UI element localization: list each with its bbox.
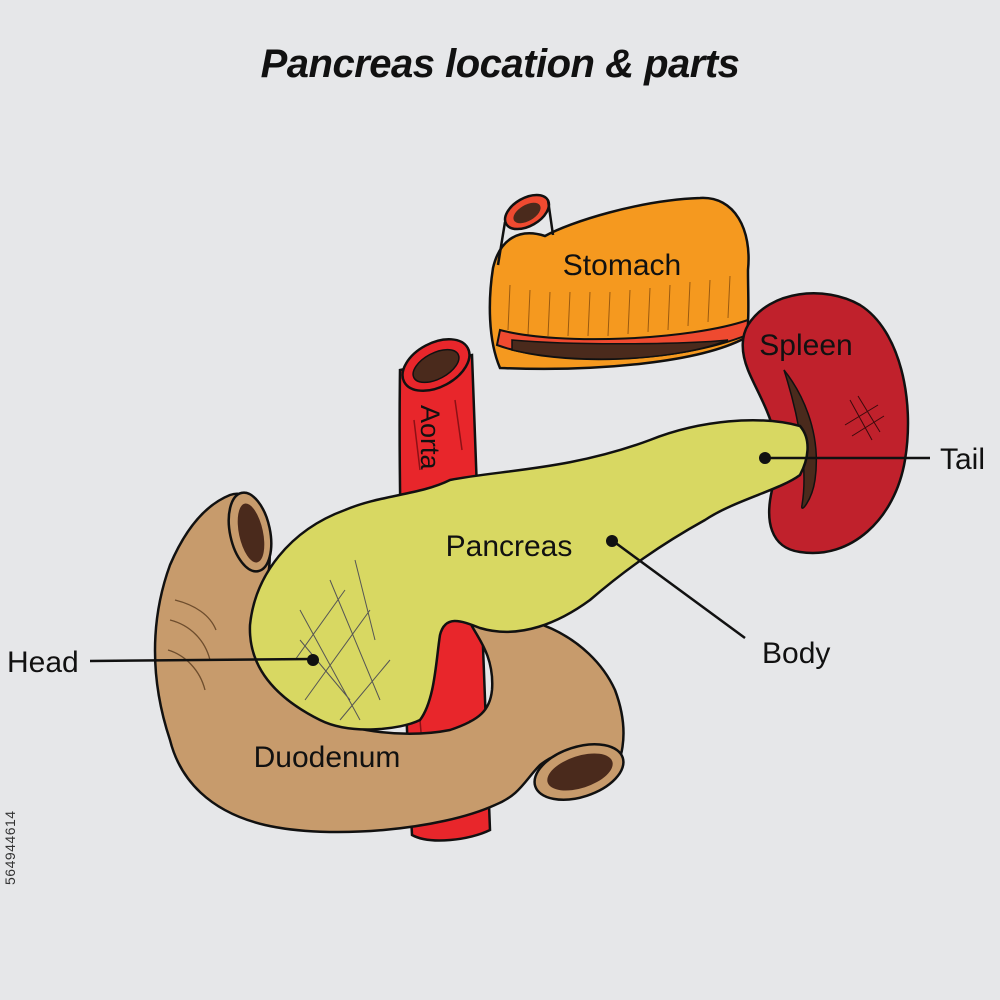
head-dot: [307, 654, 319, 666]
stomach: [488, 193, 750, 371]
body-label: Body: [762, 637, 830, 670]
diagram-title: Pancreas location & parts: [260, 42, 740, 86]
body-leader-line: [612, 539, 746, 640]
stock-id: 564944614: [2, 810, 18, 885]
body-dot: [606, 535, 618, 547]
pancreas-label: Pancreas: [446, 530, 573, 563]
pancreas: [248, 419, 809, 731]
tail-label: Tail: [940, 443, 985, 476]
head-leader-line: [89, 657, 313, 663]
spleen-label: Spleen: [759, 329, 852, 362]
stomach-label: Stomach: [563, 249, 681, 282]
head-label: Head: [7, 646, 79, 679]
tail-dot: [759, 452, 771, 464]
leader-lines: [89, 452, 930, 666]
spleen: [741, 292, 910, 555]
duodenum-label: Duodenum: [254, 741, 401, 774]
aorta-label: Aorta: [415, 405, 445, 471]
duodenum: [153, 491, 625, 834]
